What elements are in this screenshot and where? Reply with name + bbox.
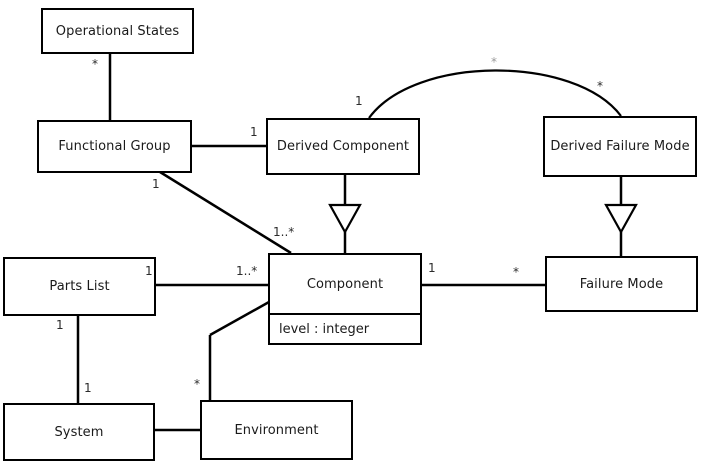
uml-class-system[interactable]: System — [3, 403, 155, 461]
class-name-system: System — [54, 424, 104, 440]
multiplicity-functional-group-component: 1 — [152, 177, 160, 191]
uml-class-environment[interactable]: Environment — [200, 400, 353, 460]
uml-class-failure-mode[interactable]: Failure Mode — [545, 256, 698, 312]
edge-environment-component-diagonal — [209, 300, 270, 337]
generalization-triangle-derived-failure-mode — [604, 203, 638, 235]
multiplicity-parts-list-system-end: 1 — [56, 318, 64, 332]
multiplicity-curve-apex: * — [491, 55, 497, 69]
uml-class-derived-failure-mode[interactable]: Derived Failure Mode — [543, 116, 697, 177]
multiplicity-functional-group-derived-component: 1 — [355, 94, 363, 108]
multiplicity-operational-states-functional-group: * — [92, 57, 98, 71]
class-name-component: Component — [306, 276, 384, 292]
multiplicity-failure-mode-component-end: * — [513, 265, 519, 279]
generalization-triangle-derived-component — [328, 203, 362, 235]
edge-derived-component-derived-failure-mode — [368, 69, 622, 119]
edge-functional-group-component — [159, 170, 292, 255]
uml-class-component[interactable]: Component level : integer — [268, 253, 422, 345]
multiplicity-derived-component-association-end: 1 — [250, 125, 258, 139]
class-name-functional-group: Functional Group — [58, 139, 171, 154]
multiplicity-component-functional-group: 1..* — [273, 225, 295, 239]
class-name-failure-mode: Failure Mode — [579, 276, 664, 292]
multiplicity-environment-component-end: * — [194, 377, 200, 391]
multiplicity-component-parts-list-end: 1..* — [236, 264, 258, 278]
class-name-environment: Environment — [234, 422, 319, 438]
class-name-derived-failure-mode: Derived Failure Mode — [550, 139, 690, 154]
multiplicity-parts-list-component-end: 1 — [145, 264, 153, 278]
uml-class-operational-states[interactable]: Operational States — [41, 8, 194, 54]
multiplicity-component-failure-mode-end: 1 — [428, 261, 436, 275]
uml-class-derived-component[interactable]: Derived Component — [266, 118, 420, 175]
multiplicity-system-parts-list-end: 1 — [84, 381, 92, 395]
multiplicity-derived-failure-mode-curve: * — [597, 79, 603, 93]
uml-class-parts-list[interactable]: Parts List — [3, 257, 156, 316]
class-name-derived-component: Derived Component — [276, 139, 410, 154]
uml-class-functional-group[interactable]: Functional Group — [37, 120, 192, 173]
class-name-parts-list: Parts List — [49, 279, 110, 294]
class-name-operational-states: Operational States — [55, 23, 180, 39]
class-attribute-component-level: level : integer — [270, 313, 420, 343]
